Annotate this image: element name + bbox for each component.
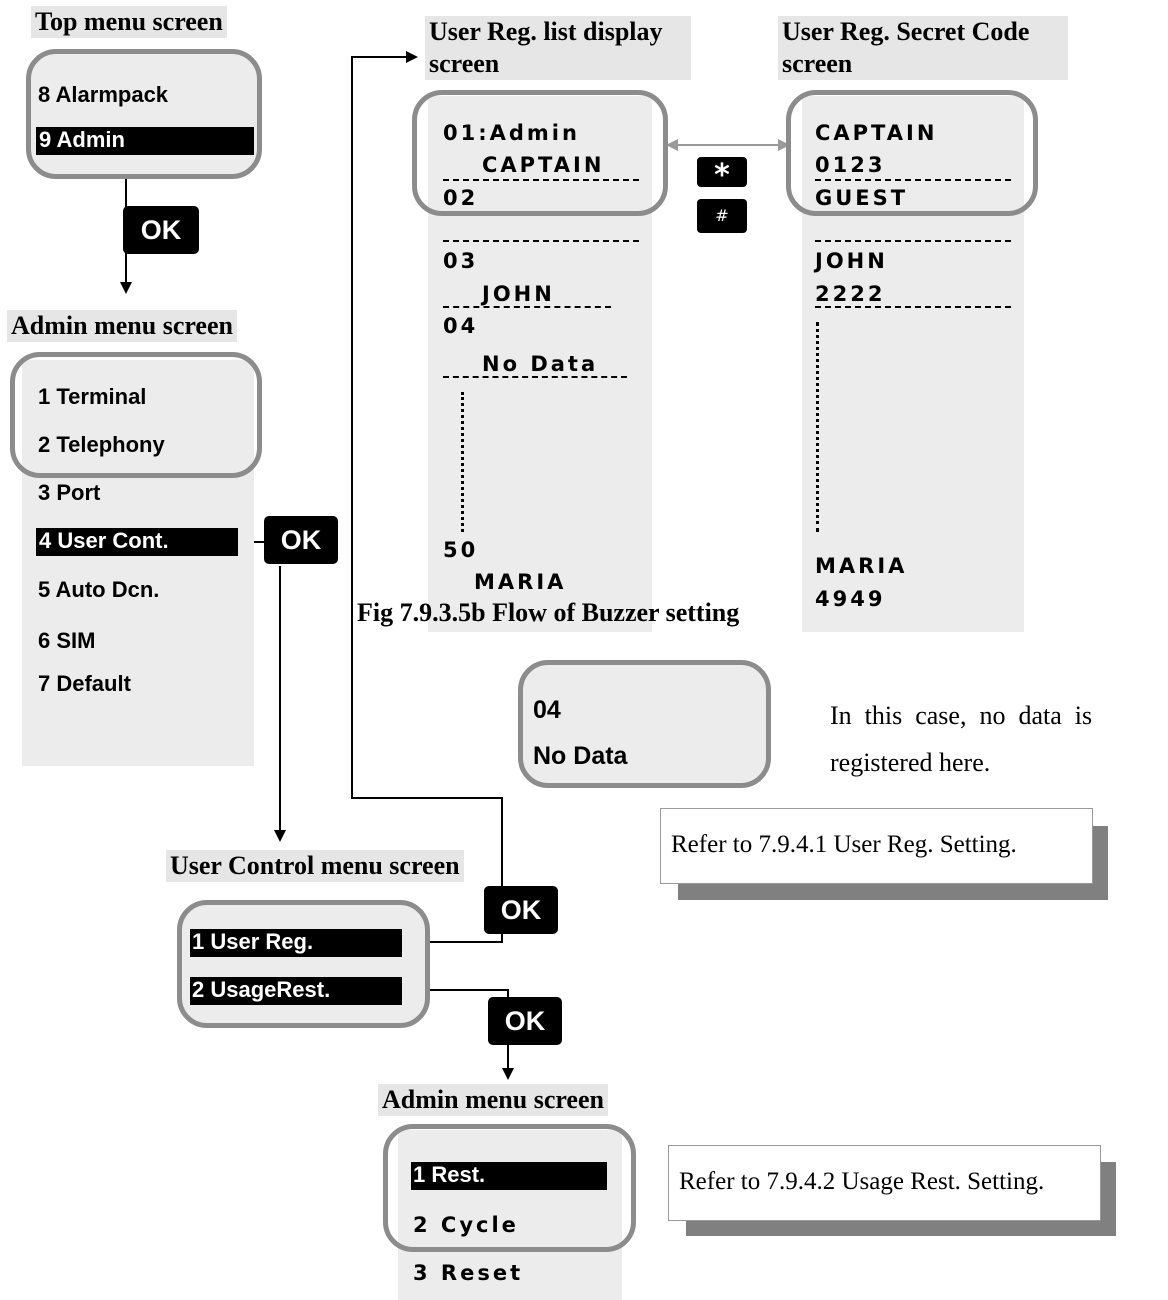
admin2-item-rest[interactable]: 1 Rest. bbox=[411, 1162, 607, 1190]
no-data-line2: No Data bbox=[533, 742, 628, 770]
admin-item-port[interactable]: 3 Port bbox=[38, 480, 101, 505]
admin-item-terminal[interactable]: 1 Terminal bbox=[38, 384, 147, 409]
secret-code-screen bbox=[786, 90, 1038, 216]
admin-menu-2-panel bbox=[398, 1130, 622, 1300]
user-row-04[interactable]: 04 bbox=[443, 314, 479, 338]
ok-button[interactable]: OK bbox=[123, 206, 199, 254]
code-captain[interactable]: 0123 bbox=[815, 153, 886, 177]
admin-item-telephony[interactable]: 2 Telephony bbox=[38, 432, 165, 457]
user-control-item-usage-rest[interactable]: 2 UsageRest. bbox=[190, 977, 402, 1005]
user-list-panel bbox=[428, 96, 652, 632]
ellipsis-dots bbox=[461, 392, 464, 532]
code-maria[interactable]: 4949 bbox=[815, 587, 886, 611]
ok-button[interactable]: OK bbox=[484, 886, 558, 934]
row-divider bbox=[443, 376, 627, 378]
top-menu-item-alarmpack[interactable]: 8 Alarmpack bbox=[38, 82, 169, 107]
user-name-captain: CAPTAIN bbox=[482, 153, 605, 177]
ok-button[interactable]: OK bbox=[488, 997, 562, 1045]
code-name-captain: CAPTAIN bbox=[815, 121, 938, 145]
row-divider bbox=[815, 179, 1011, 181]
user-name-maria: MARIA bbox=[474, 570, 567, 594]
admin-menu-panel bbox=[22, 360, 254, 766]
user-list-screen bbox=[412, 90, 668, 216]
code-name-guest: GUEST bbox=[815, 186, 909, 210]
note-line1: In this case, no data is bbox=[830, 701, 1093, 730]
code-john[interactable]: 2222 bbox=[815, 282, 886, 306]
admin-item-auto-dcn[interactable]: 5 Auto Dcn. bbox=[38, 577, 160, 602]
admin-menu-2-screen bbox=[383, 1124, 636, 1252]
hash-key-icon[interactable]: # bbox=[697, 199, 747, 233]
row-divider bbox=[815, 306, 1011, 308]
ref-user-reg: Refer to 7.9.4.1 User Reg. Setting. bbox=[660, 808, 1093, 884]
no-data-line1: 04 bbox=[533, 696, 561, 724]
user-name-john: JOHN bbox=[482, 282, 555, 306]
user-row-01[interactable]: 01:Admin bbox=[443, 121, 580, 145]
secret-code-title: User Reg. Secret Code screen bbox=[778, 16, 1068, 80]
ref-usage-rest: Refer to 7.9.4.2 Usage Rest. Setting. bbox=[668, 1145, 1101, 1221]
top-menu-item-admin[interactable]: 9 Admin bbox=[36, 127, 254, 155]
secret-code-panel bbox=[802, 96, 1024, 632]
ellipsis-dots bbox=[816, 322, 819, 532]
figure-caption: Fig 7.9.3.5b Flow of Buzzer setting bbox=[357, 598, 740, 627]
user-row-03[interactable]: 03 bbox=[443, 249, 479, 273]
no-data-screen bbox=[518, 660, 771, 788]
top-menu-title: Top menu screen bbox=[31, 6, 227, 38]
admin-menu-screen bbox=[10, 352, 262, 478]
note-line2: registered here. bbox=[830, 748, 991, 777]
admin-item-default[interactable]: 7 Default bbox=[38, 671, 131, 696]
user-control-title: User Control menu screen bbox=[166, 850, 464, 882]
admin-menu-title: Admin menu screen bbox=[7, 310, 237, 342]
ok-button[interactable]: OK bbox=[264, 516, 338, 564]
user-list-title: User Reg. list display screen bbox=[425, 16, 691, 80]
row-divider bbox=[815, 240, 1011, 242]
row-divider bbox=[443, 240, 639, 242]
row-divider bbox=[443, 306, 611, 308]
user-row-50[interactable]: 50 bbox=[443, 538, 479, 562]
code-name-john: JOHN bbox=[815, 249, 888, 273]
top-menu-screen bbox=[26, 49, 262, 179]
row-divider bbox=[443, 179, 639, 181]
admin2-item-cycle[interactable]: 2 Cycle bbox=[413, 1213, 519, 1237]
user-control-screen bbox=[177, 900, 430, 1028]
admin2-item-reset[interactable]: 3 Reset bbox=[413, 1261, 524, 1285]
admin-item-sim[interactable]: 6 SIM bbox=[38, 628, 96, 653]
admin-item-user-cont[interactable]: 4 User Cont. bbox=[36, 528, 238, 556]
user-row-02[interactable]: 02 bbox=[443, 186, 479, 210]
user-control-item-user-reg[interactable]: 1 User Reg. bbox=[190, 929, 402, 957]
user-no-data: No Data bbox=[482, 352, 599, 376]
star-key-icon[interactable]: * bbox=[697, 157, 747, 193]
code-name-maria: MARIA bbox=[815, 554, 908, 578]
admin-menu-2-title: Admin menu screen bbox=[378, 1084, 608, 1116]
